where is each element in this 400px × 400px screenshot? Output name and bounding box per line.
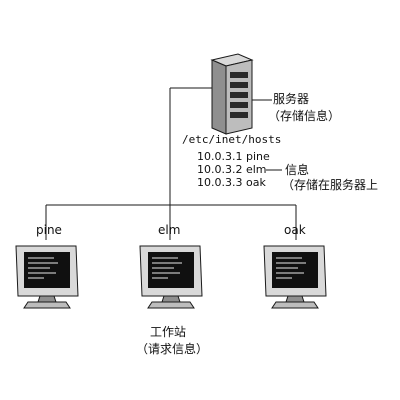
server-icon (210, 53, 254, 135)
hosts-entry: 10.0.3.1 pine (197, 150, 270, 163)
client-label-pine: pine (36, 223, 62, 237)
hosts-file-path: /etc/inet/hosts (182, 133, 282, 146)
workstation-subtitle: （请求信息） (136, 342, 209, 356)
workstation-monitor-icon (15, 245, 79, 309)
client-label-elm: elm (158, 223, 181, 237)
workstation-title: 工作站 (150, 325, 187, 339)
workstation-monitor-icon (263, 245, 327, 309)
hosts-entry: 10.0.3.2 elm (197, 163, 267, 176)
server-title: 服务器 (273, 92, 310, 106)
client-label-oak: oak (284, 223, 306, 237)
hosts-entries: 10.0.3.1 pine 10.0.3.2 elm 10.0.3.3 oak (197, 150, 270, 189)
workstation-monitor-icon (139, 245, 203, 309)
info-subtitle: （存储在服务器上 (282, 178, 379, 192)
info-title: 信息 (285, 163, 310, 177)
hosts-entry: 10.0.3.3 oak (197, 176, 266, 189)
server-subtitle: （存储信息） (268, 109, 341, 123)
